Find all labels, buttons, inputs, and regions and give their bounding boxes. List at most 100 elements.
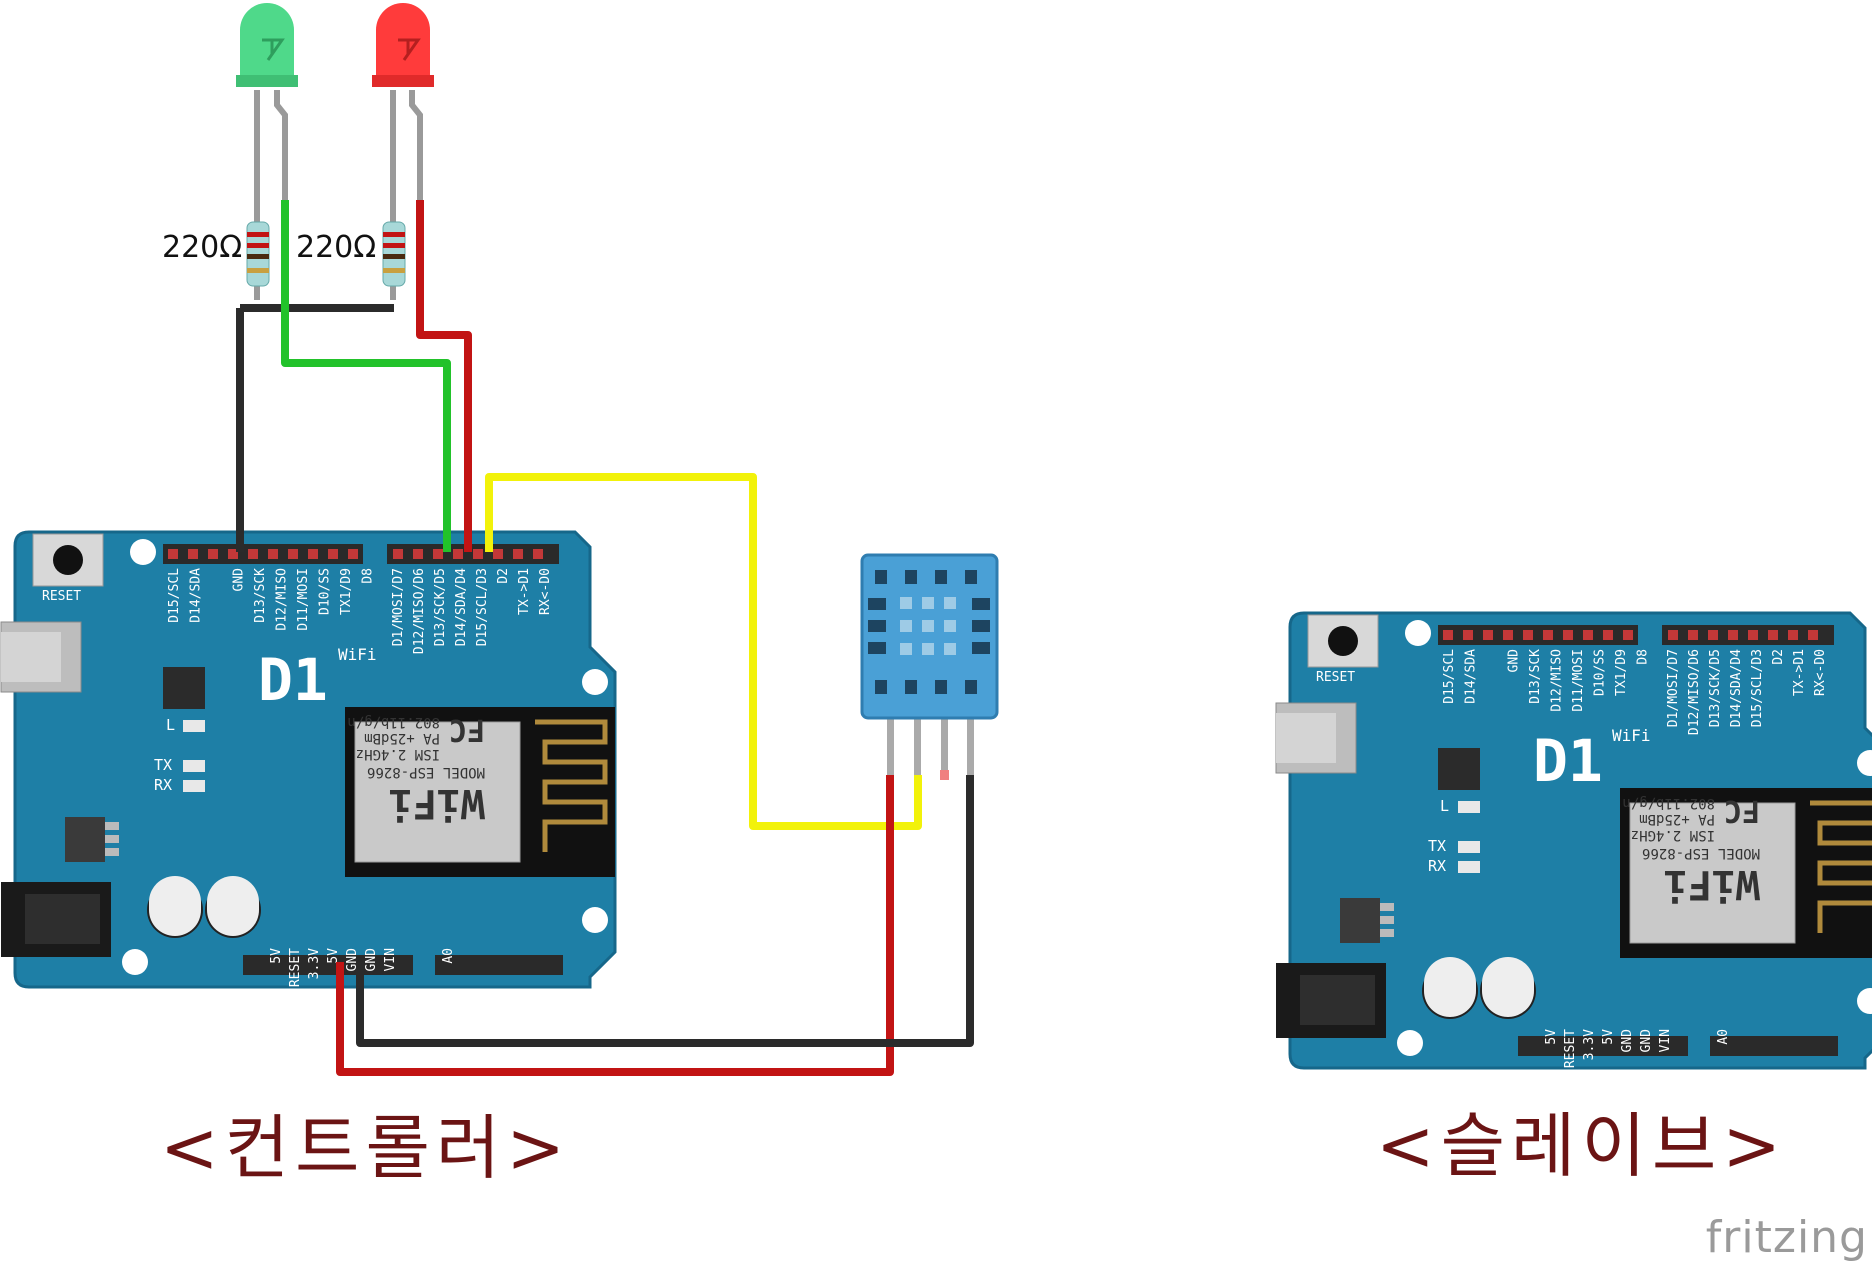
controller-module-fcc: FC: [449, 712, 485, 747]
controller-caption: <컨트롤러>: [160, 1107, 571, 1189]
slave-module-power: PA +25dBm: [1639, 811, 1715, 827]
slave-top-pin-right-3: D14/SDA/D4: [1729, 649, 1744, 727]
controller-module-model: MODEL ESP-8266: [367, 764, 485, 780]
controller-led-label-rx: RX: [154, 776, 172, 794]
wires: [236, 200, 974, 1076]
slave-top-pin-right-4: D15/SCL/D3: [1750, 649, 1765, 727]
controller-top-pin-left-4: D13/SCK: [253, 568, 268, 623]
wire-black-gnd-sensor: [356, 775, 974, 1047]
controller-reset-label: RESET: [42, 589, 81, 604]
wire-red-5v: [336, 775, 894, 1076]
resistor-1-label: 220Ω: [162, 230, 243, 265]
controller-esp-module-text: WiFi MODEL ESP-8266 ISM 2.4GHz PA +25dBm…: [347, 712, 485, 826]
fritzing-brand: fritzing: [1705, 1212, 1868, 1263]
green-led: [236, 3, 298, 200]
controller-top-pin-left-9: D8: [361, 568, 376, 584]
slave-led-label-tx: TX: [1428, 837, 1446, 855]
controller-bottom-pin-left-0: 5V: [269, 948, 284, 964]
slave-led-label-l: L: [1440, 797, 1449, 815]
slave-led-label-rx: RX: [1428, 857, 1446, 875]
slave-reset-label: RESET: [1316, 670, 1355, 685]
controller-top-pin-right-5: D2: [496, 568, 511, 584]
controller-top-pin-left-1: D14/SDA: [189, 568, 204, 623]
controller-top-pin-left-6: D11/MOSI: [296, 568, 311, 631]
controller-top-pin-right-1: D12/MISO/D6: [412, 568, 427, 654]
slave-top-pin-right-1: D12/MISO/D6: [1687, 649, 1702, 735]
dht-sensor: [860, 553, 999, 780]
controller-board: [1, 532, 615, 987]
slave-top-pin-left-3: GND: [1507, 649, 1522, 673]
controller-bottom-pin-left-1: RESET: [288, 948, 303, 987]
resistor-2-label: 220Ω: [296, 230, 377, 265]
controller-top-pin-right-0: D1/MOSI/D7: [391, 568, 406, 646]
slave-module-wifi: WiFi: [1664, 861, 1760, 907]
slave-module-model: MODEL ESP-8266: [1642, 845, 1760, 861]
slave-logo: D1: [1533, 727, 1603, 795]
controller-led-label-l: L: [166, 716, 175, 734]
slave-esp-module-text: WiFi MODEL ESP-8266 ISM 2.4GHz PA +25dBm…: [1622, 793, 1760, 907]
slave-module-fcc: FC: [1724, 793, 1760, 828]
controller-top-pin-right-7: RX<-D0: [538, 568, 553, 615]
slave-logo-sup: WiFi: [1612, 726, 1651, 745]
controller-top-pin-left-8: TX1/D9: [339, 568, 354, 615]
slave-top-pin-left-1: D14/SDA: [1464, 649, 1479, 704]
slave-top-pin-left-7: D10/SS: [1593, 649, 1608, 696]
controller-logo: D1: [258, 646, 328, 714]
slave-caption: <슬레이브>: [1376, 1105, 1787, 1187]
slave-top-pin-left-4: D13/SCK: [1528, 649, 1543, 704]
controller-top-pin-right-4: D15/SCL/D3: [475, 568, 490, 646]
slave-bottom-pin-left-5: GND: [1639, 1029, 1654, 1053]
slave-bottom-pin-left-2: 3.3V: [1582, 1029, 1597, 1060]
slave-module-freq: ISM 2.4GHz: [1631, 827, 1715, 843]
wire-red-d4: [416, 200, 472, 552]
controller-top-pin-left-7: D10/SS: [318, 568, 333, 615]
slave-top-pins-left: D15/SCL D14/SDA GND D13/SCK D12/MISO D11/MOSI…: [1442, 649, 1651, 712]
slave-bottom-pin-left-6: VIN: [1658, 1029, 1673, 1052]
slave-top-pin-right-2: D13/SCK/D5: [1708, 649, 1723, 727]
slave-bottom-pins-right: A0: [1716, 1029, 1731, 1045]
slave-bottom-pin-left-3: 5V: [1601, 1029, 1616, 1045]
red-led: [372, 3, 434, 200]
controller-module-freq: ISM 2.4GHz: [356, 746, 440, 762]
controller-bottom-pins-right: A0: [441, 948, 456, 964]
slave-top-pin-right-0: D1/MOSI/D7: [1666, 649, 1681, 727]
slave-top-pin-left-8: TX1/D9: [1614, 649, 1629, 696]
controller-logo-sup: WiFi: [338, 645, 377, 664]
slave-top-pin-right-7: RX<-D0: [1813, 649, 1828, 696]
controller-bottom-pin-left-6: VIN: [383, 948, 398, 971]
slave-top-pin-left-6: D11/MOSI: [1571, 649, 1586, 712]
controller-module-std: 802.11b/g/n: [347, 714, 440, 730]
slave-top-pin-left-0: D15/SCL: [1442, 649, 1457, 704]
controller-top-pin-left-3: GND: [232, 568, 247, 592]
slave-bottom-pin-right-0: A0: [1716, 1029, 1731, 1045]
slave-board: [1276, 613, 1872, 1068]
controller-module-power: PA +25dBm: [364, 730, 440, 746]
resistor-2: [382, 190, 406, 300]
controller-led-label-tx: TX: [154, 756, 172, 774]
slave-bottom-pin-left-0: 5V: [1544, 1029, 1559, 1045]
slave-bottom-pin-left-1: RESET: [1563, 1029, 1578, 1068]
slave-top-pin-right-6: TX->D1: [1792, 649, 1807, 696]
controller-top-pin-left-0: D15/SCL: [167, 568, 182, 623]
controller-bottom-pin-left-3: 5V: [326, 948, 341, 964]
slave-top-pin-left-5: D12/MISO: [1550, 649, 1565, 712]
controller-top-pin-right-2: D13/SCK/D5: [433, 568, 448, 646]
slave-module-std: 802.11b/g/n: [1622, 795, 1715, 811]
slave-top-pins-right: D1/MOSI/D7 D12/MISO/D6 D13/SCK/D5 D14/SDA/D…: [1666, 649, 1828, 735]
wire-green-d5: [281, 200, 451, 552]
wire-yellow-d3: [485, 473, 922, 830]
controller-top-pin-left-5: D12/MISO: [275, 568, 290, 631]
controller-top-pins-left: D15/SCL D14/SDA GND D13/SCK D12/MISO D11/MOSI…: [167, 568, 376, 631]
controller-bottom-pin-right-0: A0: [441, 948, 456, 964]
controller-bottom-pin-left-2: 3.3V: [307, 948, 322, 979]
slave-top-pin-left-9: D8: [1636, 649, 1651, 665]
slave-top-pin-right-5: D2: [1771, 649, 1786, 665]
resistor-1: [246, 190, 270, 300]
controller-top-pin-right-6: TX->D1: [517, 568, 532, 615]
